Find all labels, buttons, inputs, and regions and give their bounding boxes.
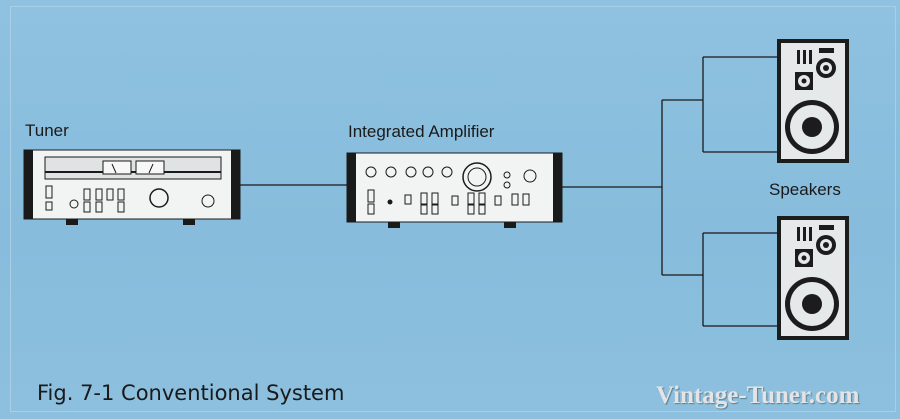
tuning-meter-icon [135, 160, 165, 175]
figure-frame [10, 6, 896, 412]
speaker-upper [777, 39, 849, 163]
speaker-lower [777, 216, 849, 340]
tuning-knob-icon [149, 188, 169, 208]
amplifier-label: Integrated Amplifier [348, 122, 495, 141]
volume-knob-icon [462, 162, 492, 192]
amplifier-unit [346, 152, 563, 228]
watermark: Vintage-Tuner.com [656, 382, 860, 409]
signal-meter-icon [102, 160, 132, 175]
speakers-label: Speakers [769, 180, 841, 199]
connection-lines [240, 56, 777, 327]
tuner-unit [23, 149, 241, 225]
figure-caption: Fig. 7-1 Conventional System [37, 381, 345, 405]
tuner-label: Tuner [25, 121, 69, 140]
